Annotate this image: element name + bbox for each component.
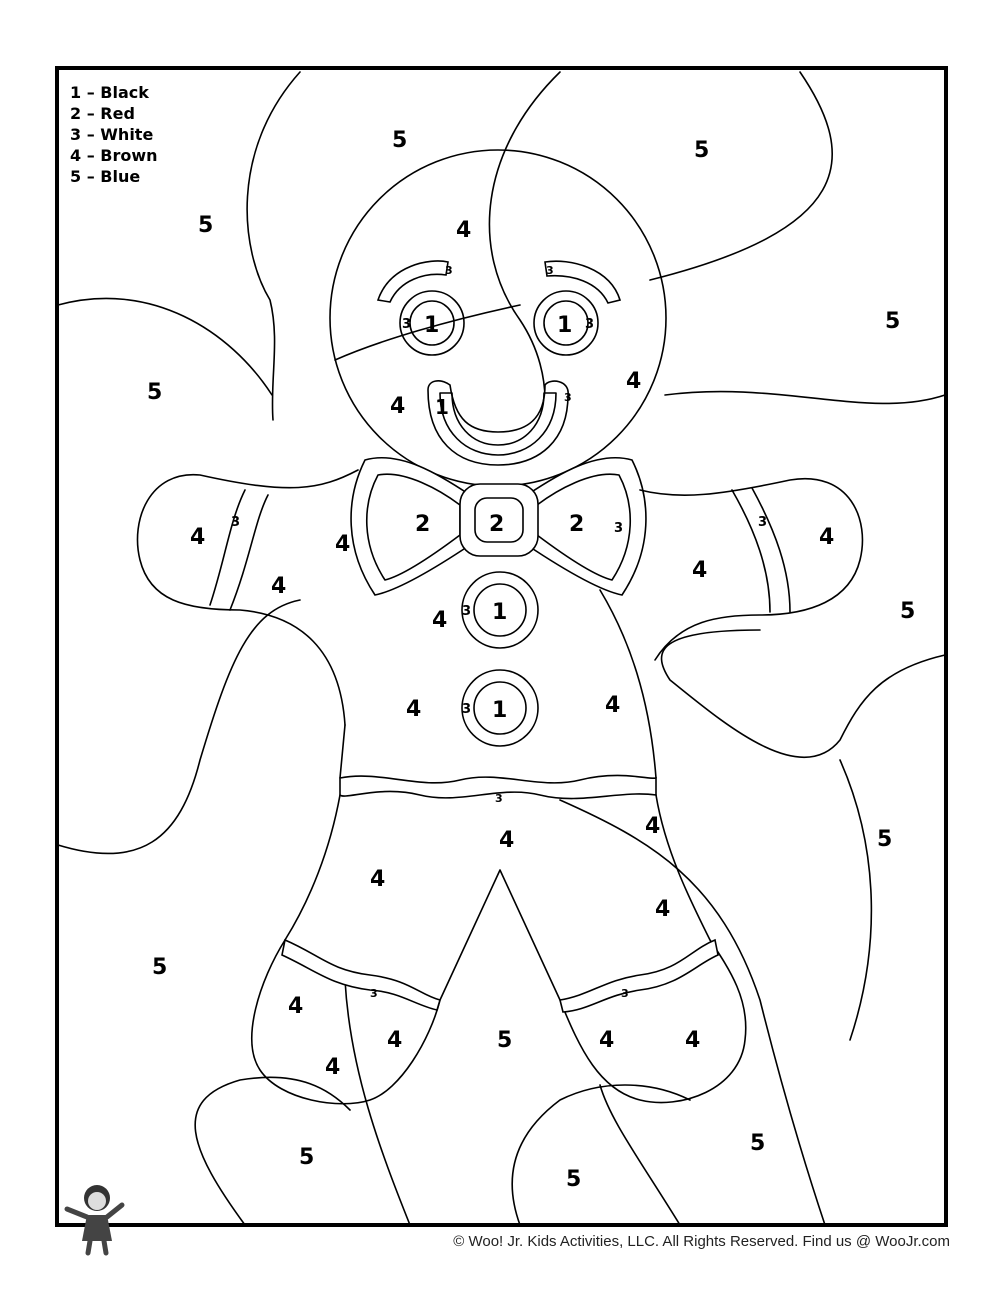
left-leg-trim: [281, 938, 442, 1011]
num-3: 3: [585, 317, 594, 332]
num-1: 1: [492, 698, 507, 723]
button-top: [473, 583, 527, 637]
num-4: 4: [626, 369, 641, 394]
woojr-mascot-logo: [64, 1185, 125, 1256]
num-3: 3: [621, 987, 629, 1000]
num-1: 1: [424, 313, 439, 338]
gingerbread-man: [136, 149, 864, 1105]
color-numbers: 5 5 5 5 5 5 5 5 5 5 5 5 4 4 4 4 4 4 4 4 …: [147, 128, 915, 1192]
page-frame: [55, 66, 948, 1227]
num-5: 5: [900, 599, 915, 624]
num-2: 2: [569, 512, 584, 537]
num-4: 4: [271, 574, 286, 599]
num-3: 3: [546, 264, 554, 277]
num-1: 1: [435, 395, 449, 419]
right-eye: [543, 300, 589, 346]
num-4: 4: [499, 828, 514, 853]
num-4: 4: [692, 558, 707, 583]
num-5: 5: [694, 138, 709, 163]
num-4: 4: [370, 867, 385, 892]
num-3: 3: [462, 702, 471, 717]
legend-item-black: 1 – Black: [70, 83, 149, 102]
num-2: 2: [489, 512, 504, 537]
num-1: 1: [492, 600, 507, 625]
num-5: 5: [497, 1028, 512, 1053]
num-5: 5: [885, 309, 900, 334]
num-3: 3: [402, 317, 411, 332]
right-eyebrow: [544, 260, 622, 304]
color-legend: 1 – Black 2 – Red 3 – White 4 – Brown 5 …: [70, 82, 158, 187]
num-4: 4: [390, 394, 405, 419]
legend-item-brown: 4 – Brown: [70, 146, 158, 165]
num-2: 2: [415, 512, 430, 537]
num-3: 3: [370, 987, 378, 1000]
num-4: 4: [456, 218, 471, 243]
background-swirls: [57, 71, 946, 1226]
num-3: 3: [231, 515, 240, 530]
num-4: 4: [645, 814, 660, 839]
num-4: 4: [288, 994, 303, 1019]
num-5: 5: [299, 1145, 314, 1170]
num-4: 4: [605, 693, 620, 718]
num-4: 4: [190, 525, 205, 550]
num-5: 5: [152, 955, 167, 980]
num-1: 1: [557, 313, 572, 338]
num-3: 3: [445, 264, 453, 277]
button-bottom: [473, 681, 527, 735]
num-5: 5: [392, 128, 407, 153]
left-eye: [409, 300, 455, 346]
num-5: 5: [750, 1131, 765, 1156]
num-5: 5: [198, 213, 213, 238]
num-3: 3: [495, 792, 503, 805]
num-5: 5: [877, 827, 892, 852]
num-5: 5: [147, 380, 162, 405]
left-eyebrow: [376, 260, 449, 303]
num-4: 4: [819, 525, 834, 550]
right-leg-trim: [559, 938, 719, 1013]
num-3: 3: [564, 391, 572, 404]
copyright-footer: © Woo! Jr. Kids Activities, LLC. All Rig…: [453, 1233, 950, 1250]
num-3: 3: [614, 521, 623, 536]
num-4: 4: [432, 608, 447, 633]
num-4: 4: [325, 1055, 340, 1080]
legend-item-blue: 5 – Blue: [70, 167, 141, 186]
num-3: 3: [758, 515, 767, 530]
legend-item-red: 2 – Red: [70, 104, 135, 123]
num-4: 4: [406, 697, 421, 722]
num-5: 5: [566, 1167, 581, 1192]
num-4: 4: [655, 897, 670, 922]
legend-item-white: 3 – White: [70, 125, 154, 144]
num-3: 3: [462, 604, 471, 619]
num-4: 4: [387, 1028, 402, 1053]
num-4: 4: [335, 532, 350, 557]
num-4: 4: [599, 1028, 614, 1053]
bow-knot: [459, 483, 539, 557]
num-4: 4: [685, 1028, 700, 1053]
